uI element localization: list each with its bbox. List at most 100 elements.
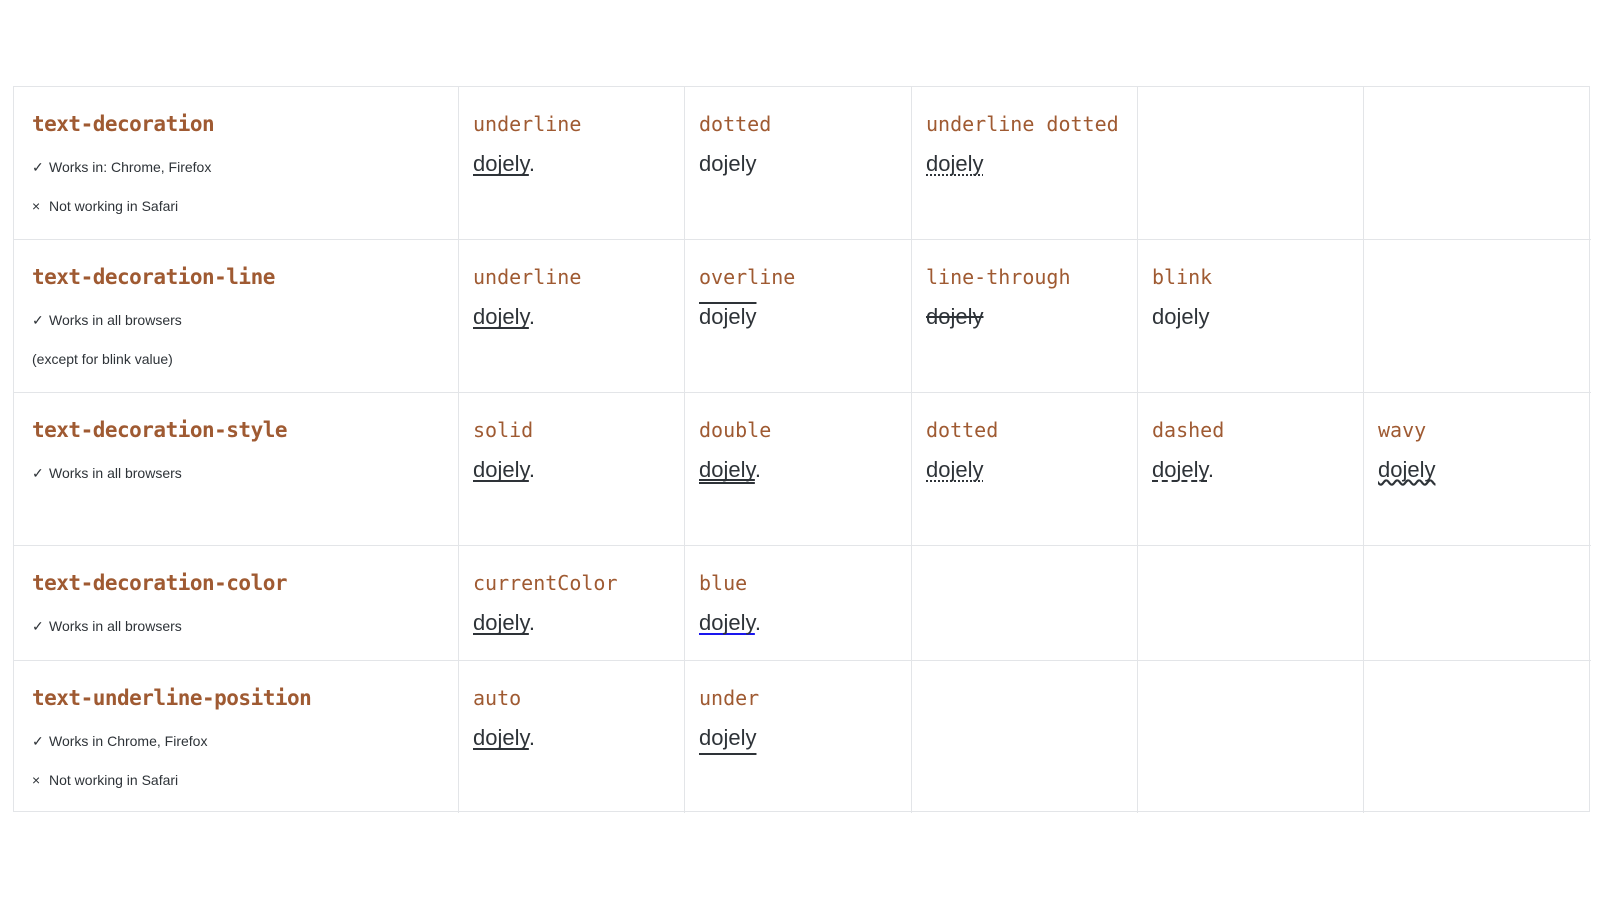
empty-cell — [1364, 661, 1591, 813]
value-label: underline — [473, 112, 582, 136]
sample-line: dojely — [699, 297, 897, 337]
check-icon: ✓ — [32, 159, 44, 175]
note-text: (except for blink value) — [32, 351, 173, 367]
value-label: underline dotted — [926, 112, 1119, 136]
value-cell: blue dojely. — [685, 546, 912, 661]
sample-line: dojely — [926, 144, 1123, 184]
sample-suffix: . — [754, 457, 761, 482]
property-name: text-decoration-style — [32, 418, 288, 442]
browser-support-note: (except for blink value) — [32, 352, 444, 366]
empty-cell — [1138, 661, 1364, 813]
sample-line: dojely — [1152, 297, 1349, 337]
browser-support-note: ×Not working in Safari — [32, 773, 444, 787]
value-cell: dotted dojely — [685, 87, 912, 240]
empty-cell — [1138, 546, 1364, 661]
value-label: currentColor — [473, 571, 618, 595]
property-cell: text-underline-position ✓ Works in Chrome… — [14, 661, 459, 813]
value-label: blue — [699, 571, 748, 595]
value-label: dotted — [699, 112, 772, 136]
sample-text: dojely — [473, 151, 529, 176]
browser-support-note: ✓ Works in: Chrome, Firefox — [32, 160, 444, 174]
value-label: wavy — [1378, 418, 1427, 442]
value-label: auto — [473, 686, 522, 710]
property-cell: text-decoration-style ✓ Works in all brow… — [14, 393, 459, 546]
note-text: Works in: Chrome, Firefox — [49, 159, 212, 175]
value-cell: currentColor dojely. — [459, 546, 685, 661]
value-label: under — [699, 686, 760, 710]
sample-text: dojely — [473, 725, 529, 750]
value-cell: dotted dojely — [912, 393, 1138, 546]
value-label: line-through — [926, 265, 1071, 289]
value-cell: underline dojely. — [459, 240, 685, 393]
property-cell: text-decoration-line ✓Works in all brows… — [14, 240, 459, 393]
sample-suffix: . — [528, 610, 535, 635]
empty-cell — [1364, 240, 1591, 393]
sample-text: dojely — [1378, 457, 1436, 482]
value-cell: line-through dojely — [912, 240, 1138, 393]
sample-line: dojely — [926, 450, 1123, 490]
empty-cell — [1364, 87, 1591, 240]
value-label: solid — [473, 418, 534, 442]
sample-text: dojely — [473, 457, 529, 482]
cross-icon: × — [32, 198, 41, 214]
browser-support-note: ✓ Works in Chrome, Firefox — [32, 734, 444, 748]
sample-suffix: . — [528, 457, 535, 482]
value-cell: auto dojely. — [459, 661, 685, 813]
empty-cell — [1138, 87, 1364, 240]
value-label: blink — [1152, 265, 1213, 289]
value-cell: overline dojely — [685, 240, 912, 393]
value-cell: wavy dojely — [1364, 393, 1591, 546]
check-icon: ✓ — [32, 618, 44, 634]
sample-text: dojely — [699, 151, 757, 176]
value-cell: blink dojely — [1138, 240, 1364, 393]
note-text: Not working in Safari — [49, 198, 179, 214]
empty-cell — [1364, 546, 1591, 661]
empty-cell — [912, 661, 1138, 813]
browser-support-note: ✓Works in all browsers — [32, 313, 444, 327]
sample-line: dojely. — [473, 718, 670, 758]
sample-line: dojely. — [473, 144, 670, 184]
property-cell: text-decoration-color ✓ Works in all brow… — [14, 546, 459, 661]
sample-suffix: . — [528, 725, 535, 750]
browser-support-note: ✓ Works in all browsers — [32, 466, 444, 480]
sample-suffix: . — [528, 151, 535, 176]
browser-support-note: ✓ Works in all browsers — [32, 619, 444, 633]
sample-line: dojely. — [699, 450, 897, 490]
sample-suffix: . — [528, 304, 535, 329]
property-name: text-underline-position — [32, 686, 312, 710]
check-icon: ✓ — [32, 465, 44, 481]
sample-text: dojely — [1152, 304, 1210, 329]
sample-text: dojely — [699, 725, 757, 750]
note-text: Works in Chrome, Firefox — [49, 733, 208, 749]
value-cell: underline dotted dojely — [912, 87, 1138, 240]
note-text: Works in all browsers — [49, 618, 182, 634]
sample-text: dojely — [926, 151, 984, 176]
note-text: Works in all browsers — [49, 312, 182, 328]
empty-cell — [912, 546, 1138, 661]
property-cell: text-decoration ✓ Works in: Chrome, Firef… — [14, 87, 459, 240]
sample-line: dojely. — [473, 603, 670, 643]
sample-line: dojely — [1378, 450, 1577, 490]
sample-text: dojely — [699, 610, 755, 635]
sample-line: dojely. — [699, 603, 897, 643]
value-cell: double dojely. — [685, 393, 912, 546]
value-cell: underline dojely. — [459, 87, 685, 240]
sample-line: dojely — [699, 718, 897, 758]
value-cell: solid dojely. — [459, 393, 685, 546]
value-label: dashed — [1152, 418, 1225, 442]
browser-support-note: × Not working in Safari — [32, 199, 444, 213]
value-label: double — [699, 418, 772, 442]
property-name: text-decoration — [32, 112, 215, 136]
sample-line: dojely — [699, 144, 897, 184]
property-name: text-decoration-color — [32, 571, 288, 595]
value-label: underline — [473, 265, 582, 289]
text-decoration-reference-table: text-decoration ✓ Works in: Chrome, Firef… — [13, 86, 1591, 813]
sample-text: dojely — [1152, 457, 1208, 482]
sample-text: dojely — [473, 610, 529, 635]
check-icon: ✓ — [32, 733, 44, 749]
sample-line: dojely — [926, 297, 1123, 337]
property-name: text-decoration-line — [32, 265, 275, 289]
sample-text: dojely — [926, 457, 984, 482]
note-text: Works in all browsers — [49, 465, 182, 481]
sample-line: dojely. — [473, 450, 670, 490]
